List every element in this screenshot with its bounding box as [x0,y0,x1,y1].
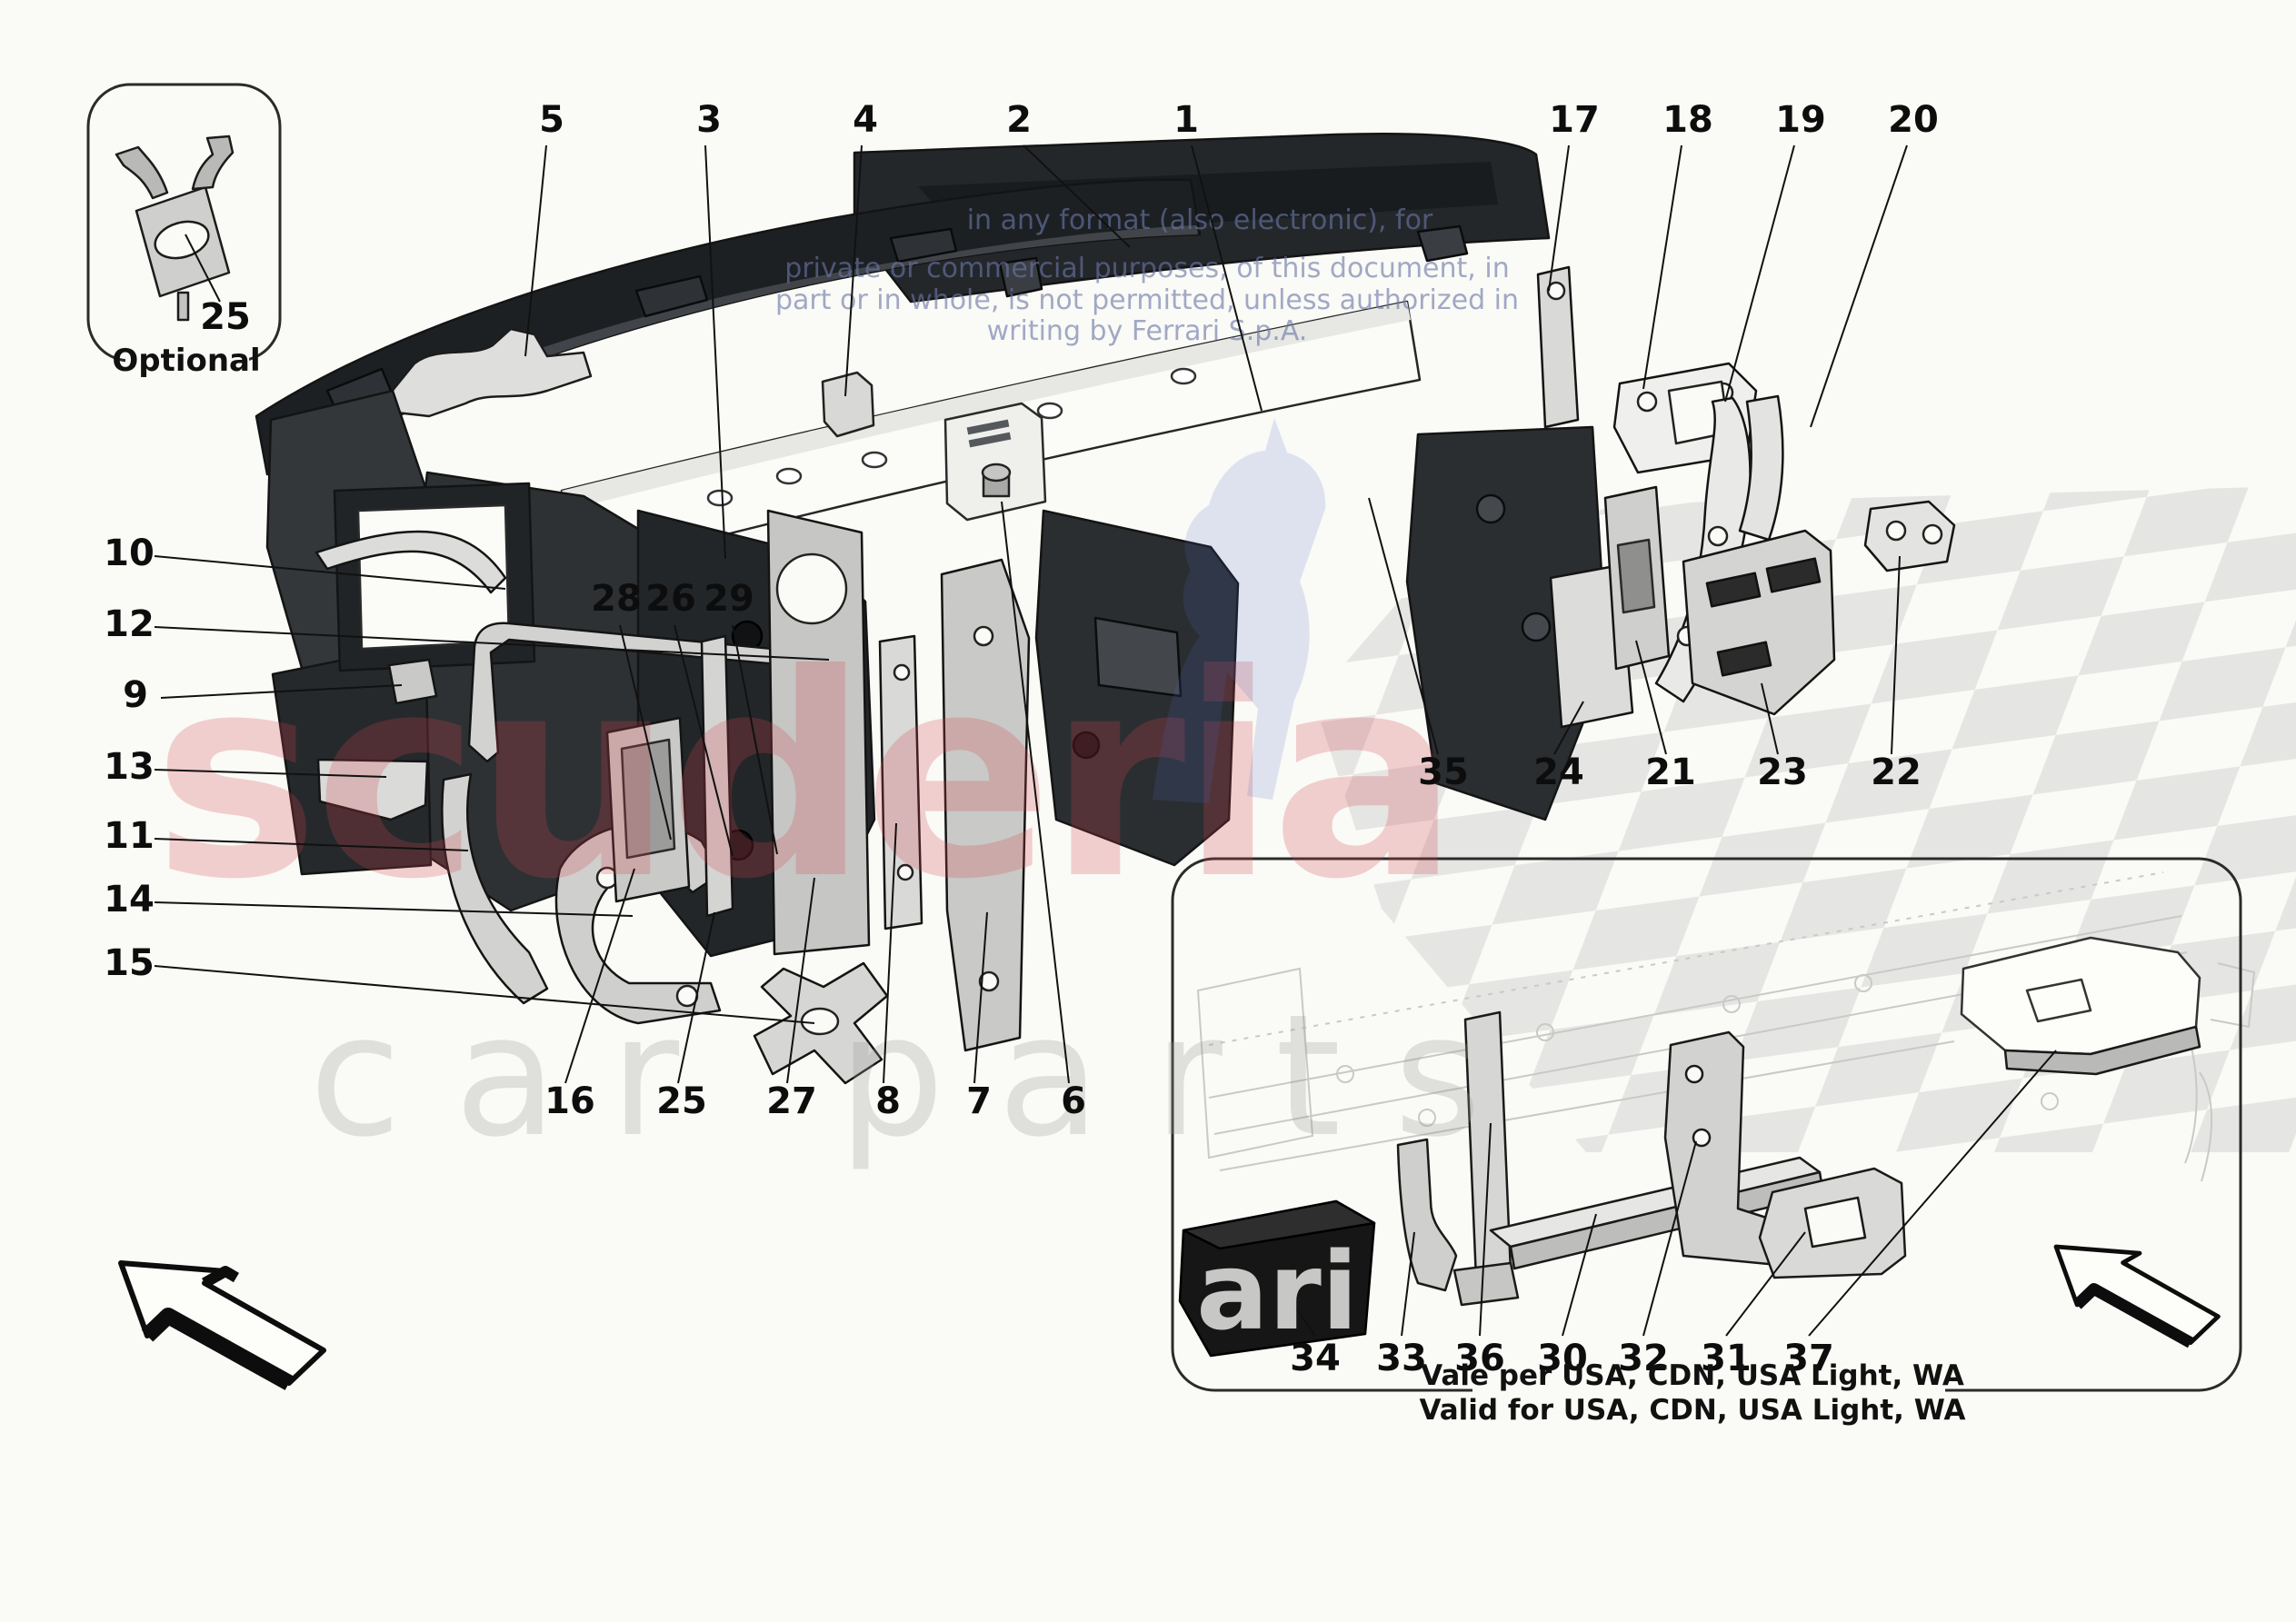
callout-label: 22 [1871,751,1922,793]
dashboard-top-cover [255,178,1202,476]
note-english: Valid for USA, CDN, USA Light, WA [1419,1394,1965,1427]
copyright-line: private or commercial purposes, of this … [784,253,1509,284]
callout-labels: 5 3 4 2 1 17 18 19 20 10 12 9 13 11 14 1… [104,99,1939,1122]
callout-label: 31 [1701,1338,1752,1379]
cross-car-beam [560,300,1422,572]
note-italian: Vale per USA, CDN, USA Light, WA [1421,1359,1964,1392]
callout-label: 10 [104,532,155,574]
callout-label: 8 [875,1080,901,1122]
callout-label: 3 [696,99,722,141]
callout-label: 32 [1618,1338,1669,1379]
optional-part-25 [115,134,235,322]
callout-label: 29 [704,578,754,620]
ghost-structure [1196,871,2256,1182]
optional-backplate [125,342,249,378]
brand-fragment-watermark: ari [1196,1229,1358,1354]
note-backplate [1472,1358,1945,1398]
copyright-line: part or in whole, is not permitted, unle… [775,284,1519,316]
callout-label: 24 [1533,751,1584,793]
dashboard-substructure-illustration [255,132,1956,1085]
callout-label: 4 [853,99,878,141]
callout-label: 26 [645,578,696,620]
brand-watermark: scuderia [153,614,1454,940]
callout-label: 21 [1645,751,1696,793]
callout-label: 16 [544,1080,595,1122]
callout-label: 14 [104,879,155,920]
callout-label: 15 [104,942,155,984]
callout-label: 28 [591,578,642,620]
right-bracket-cluster [1536,265,1956,729]
inset-callouts: 34 33 36 30 32 31 37 [1290,1338,1945,1398]
leader-line [185,234,221,303]
callout-label: 5 [539,99,564,141]
watermarks: scuderia car parts ari in any format (al… [153,204,1534,1354]
mounting-brackets [314,509,1031,1085]
copyright-watermark: in any format (also electronic), for pri… [775,204,1519,347]
inset-direction-arrow [2053,1244,2221,1348]
callout-label: 12 [104,603,155,645]
market-notes: Vale per USA, CDN, USA Light, WA Valid f… [1419,1359,1965,1427]
callout-label: 17 [1549,99,1600,141]
callout-label: 25 [656,1080,707,1122]
callout-label: 23 [1757,751,1808,793]
usa-variant-parts [1178,936,2201,1358]
callout-label: 19 [1775,99,1826,141]
direction-arrow [118,1260,326,1390]
callout-label: 30 [1537,1338,1588,1379]
prancing-horse-watermark [1153,418,1326,803]
callout-label: 33 [1376,1338,1427,1379]
callout-label: 18 [1662,99,1713,141]
callout-label: 20 [1888,99,1939,141]
callout-label: 34 [1290,1338,1341,1379]
callout-label: 2 [1006,99,1032,141]
callout-label: 36 [1454,1338,1505,1379]
callout-label: 27 [766,1080,817,1122]
callout-label: 6 [1061,1080,1086,1122]
callout-label: 13 [104,746,155,788]
callout-label: 11 [104,815,155,857]
optional-box: 25 Optional [86,83,282,379]
leader-lines [154,144,1908,1084]
dashboard-rear-panel [853,132,1551,304]
top-cover-reinforcement [389,327,593,418]
brand-sub-watermark: car parts [309,978,1534,1174]
copyright-line: writing by Ferrari S.p.A. [987,315,1308,347]
callout-label: 1 [1173,99,1199,141]
callout-label: 7 [966,1080,992,1122]
copyright-line: in any format (also electronic), for [967,204,1433,236]
optional-label: Optional [112,343,260,379]
callout-label: 35 [1418,751,1469,793]
callout-label: 9 [123,674,148,716]
usa-variant-inset: 34 33 36 30 32 31 37 Vale per USA, CDN, … [1171,857,2256,1427]
callout-label: 37 [1783,1338,1834,1379]
callout-label: 25 [200,296,251,338]
inset-leader-lines [1292,1050,2057,1337]
